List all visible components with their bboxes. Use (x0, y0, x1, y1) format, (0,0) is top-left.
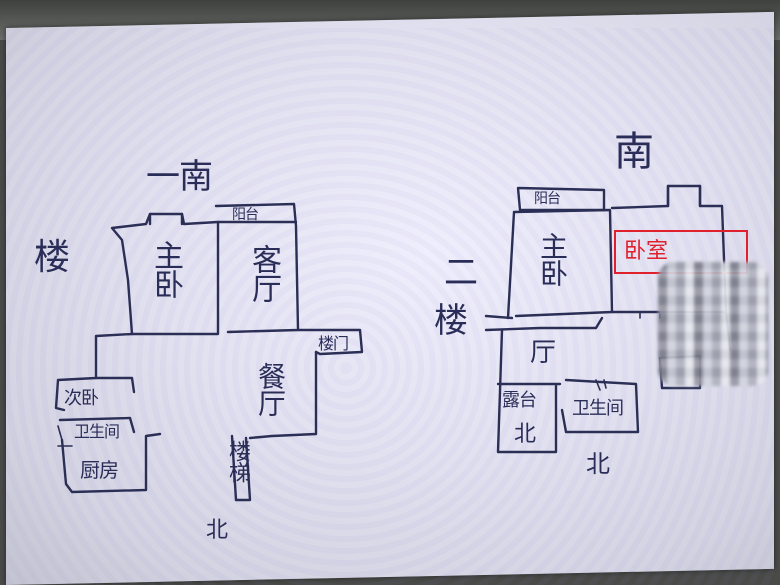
floor1-door-label: 楼门 (318, 334, 349, 353)
floor1-balcony-label: 阳台 (232, 207, 259, 223)
floor1-north-label: 北 (206, 518, 228, 543)
floor1-kitchen-label: 厨房 (80, 458, 119, 482)
floor1-second-bedroom-label: 次卧 (64, 388, 99, 409)
floor1-stairs-label: 楼 (34, 237, 70, 278)
floor1-stairs-passage-label: 楼梯 (225, 440, 250, 482)
floor2-floor-mark: 二 (444, 253, 478, 293)
floor1-walls (54, 202, 364, 502)
floor2-north-label: 北 (586, 450, 610, 478)
floor2-hall-label: 厅 (530, 338, 556, 368)
floor1-south-label: 一南 (146, 157, 213, 197)
privacy-mosaic-blur (658, 262, 768, 386)
floor1-bathroom-label: 卫生间 (74, 422, 120, 441)
floor2-south-label: 南 (614, 129, 654, 175)
floor2-north-balcony-north-label: 北 (514, 422, 536, 447)
floor1-dining-room-label: 餐厅 (254, 362, 287, 416)
floor2-master-bedroom-label: 主卧 (536, 232, 569, 286)
floor2-stairs-label: 楼 (434, 301, 468, 341)
floor2-balcony-label: 阳台 (534, 191, 561, 207)
floor1-master-bedroom-label: 主卧 (148, 240, 183, 298)
floor2-bathroom-label: 卫生间 (572, 398, 624, 419)
floor1-living-room-label: 客厅 (246, 244, 281, 302)
floor2-north-balcony-label: 露台 (502, 390, 537, 411)
